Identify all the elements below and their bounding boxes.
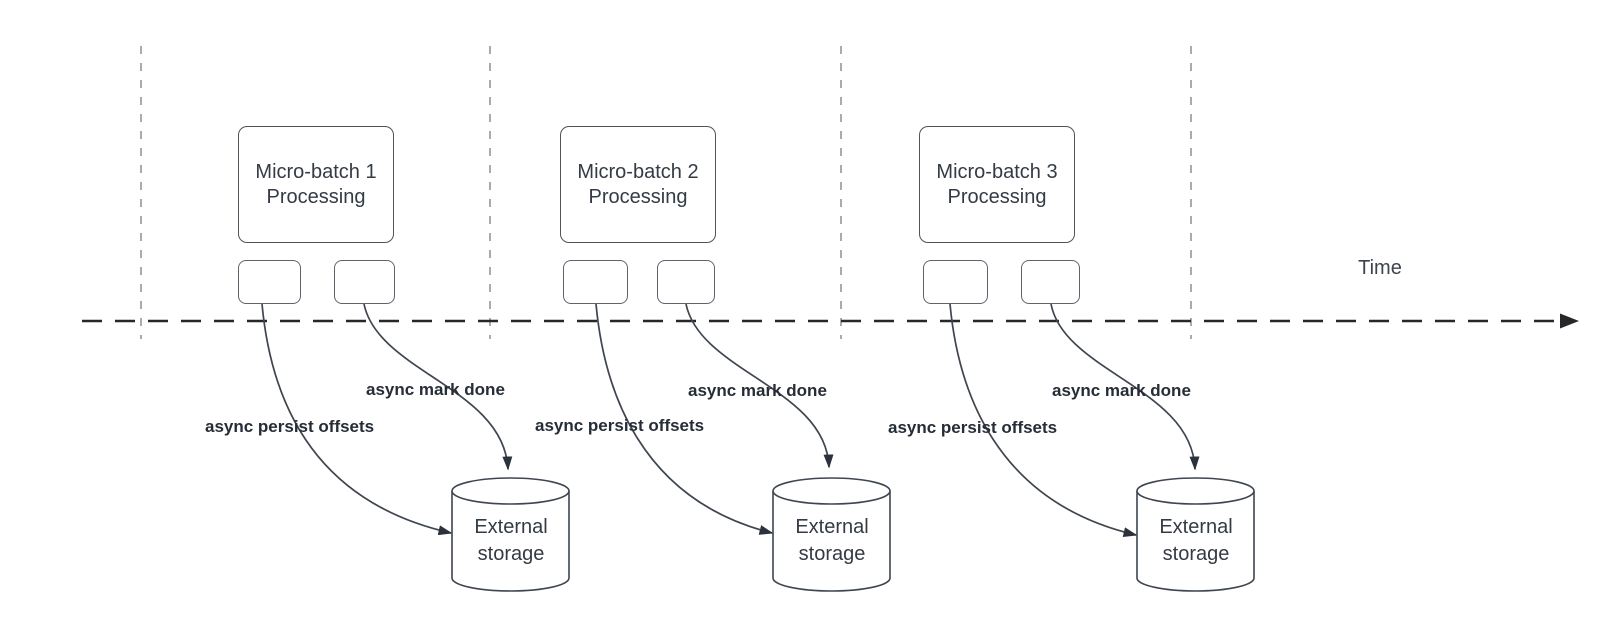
micro-batch-3-box: Micro-batch 3 Processing — [919, 126, 1075, 243]
micro-batch-1-title-line1: Micro-batch 1 — [255, 160, 377, 183]
external-storage-1-line2: storage — [477, 543, 545, 565]
mark-done-node-3 — [1021, 260, 1080, 304]
external-storage-label-3: External storage — [1140, 514, 1252, 568]
storage-cylinder-2-body — [772, 491, 891, 592]
mark-done-label-1: async mark done — [366, 380, 505, 399]
external-storage-2-line1: External — [795, 516, 869, 538]
time-axis-label: Time — [1358, 257, 1402, 279]
external-storage-3-line2: storage — [1162, 543, 1230, 565]
micro-batch-1-box: Micro-batch 1 Processing — [238, 126, 394, 243]
storage-cylinder-1-top — [451, 477, 570, 505]
mark-done-node-1 — [334, 260, 395, 304]
storage-cylinder-2-top — [772, 477, 891, 505]
external-storage-label-1: External storage — [455, 514, 567, 568]
external-storage-2-line2: storage — [798, 543, 866, 565]
storage-cylinder-3-body — [1136, 491, 1255, 592]
mark-done-arrow-3 — [1050, 303, 1200, 471]
persist-offsets-label-2: async persist offsets — [535, 416, 705, 435]
micro-batch-3-box-label: Micro-batch 3 Processing — [936, 160, 1057, 210]
mark-done-arrow-1 — [363, 303, 513, 471]
external-storage-label-2: External storage — [776, 514, 888, 568]
micro-batch-2-title-line2: Processing — [588, 185, 688, 208]
persist-offsets-node-1 — [238, 260, 301, 304]
persist-offsets-node-2 — [563, 260, 628, 304]
micro-batch-2-title-line1: Micro-batch 2 — [577, 160, 699, 183]
mark-done-arrow-2 — [685, 303, 834, 469]
external-storage-1-line1: External — [474, 516, 548, 538]
micro-batch-3-title-line1: Micro-batch 3 — [936, 160, 1058, 183]
persist-offsets-arrow-3 — [949, 303, 1138, 538]
micro-batch-1-box-label: Micro-batch 1 Processing — [255, 160, 376, 210]
persist-offsets-label-1: async persist offsets — [205, 417, 375, 436]
micro-batch-2-box-label: Micro-batch 2 Processing — [577, 160, 698, 210]
timeline-arrowhead-icon — [1560, 313, 1579, 329]
mark-done-label-3: async mark done — [1052, 381, 1191, 400]
micro-batch-2-box: Micro-batch 2 Processing — [560, 126, 716, 243]
micro-batch-1-title-line2: Processing — [266, 185, 366, 208]
mark-done-label-2: async mark done — [688, 381, 827, 400]
persist-offsets-label-3: async persist offsets — [888, 418, 1058, 437]
mark-done-node-2 — [657, 260, 715, 304]
storage-cylinder-1-body — [451, 491, 570, 592]
micro-batch-3-title-line2: Processing — [947, 185, 1047, 208]
external-storage-3-line1: External — [1159, 516, 1233, 538]
storage-cylinder-3-top — [1136, 477, 1255, 505]
persist-offsets-node-3 — [923, 260, 988, 304]
persist-offsets-arrow-1 — [261, 303, 453, 536]
persist-offsets-arrow-2 — [595, 303, 774, 535]
